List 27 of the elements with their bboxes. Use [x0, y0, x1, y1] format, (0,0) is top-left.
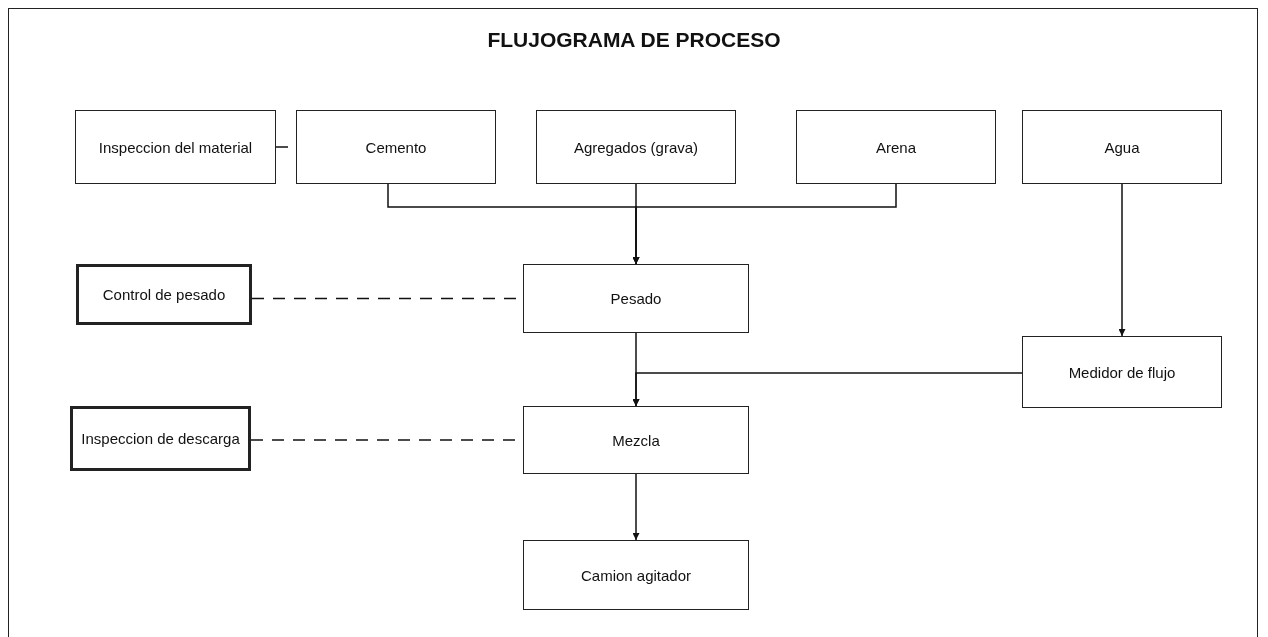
- box-label: Camion agitador: [580, 566, 692, 584]
- arrow: [632, 473, 640, 541]
- process-box: [70, 406, 251, 471]
- process-box: [523, 264, 749, 333]
- box-label: Arena: [876, 138, 916, 156]
- arrow: [632, 183, 897, 265]
- box-label: Control de pesado: [102, 286, 226, 303]
- process-box: [523, 540, 749, 610]
- process-box: [296, 110, 496, 184]
- diagram-title: FLUJOGRAMA DE PROCESO: [486, 28, 782, 52]
- box-label: Agregados (grava): [573, 138, 699, 156]
- box-label: Mezcla: [612, 431, 660, 449]
- box-label: Pesado: [610, 290, 662, 307]
- box-label: Medidor de flujo: [1068, 363, 1176, 381]
- process-box: [536, 110, 736, 184]
- process-box: [1022, 336, 1222, 408]
- box-label: Cemento: [365, 138, 427, 156]
- process-box: [796, 110, 996, 184]
- process-box: [75, 110, 276, 184]
- arrow: [632, 372, 1023, 407]
- process-box: [76, 264, 252, 325]
- process-box: [523, 406, 749, 474]
- box-label: Agua: [1104, 138, 1140, 156]
- box-label: Inspeccion del material: [98, 138, 253, 156]
- process-box: [1022, 110, 1222, 184]
- box-label: Inspeccion de descarga: [81, 430, 240, 447]
- arrow: [1118, 183, 1126, 337]
